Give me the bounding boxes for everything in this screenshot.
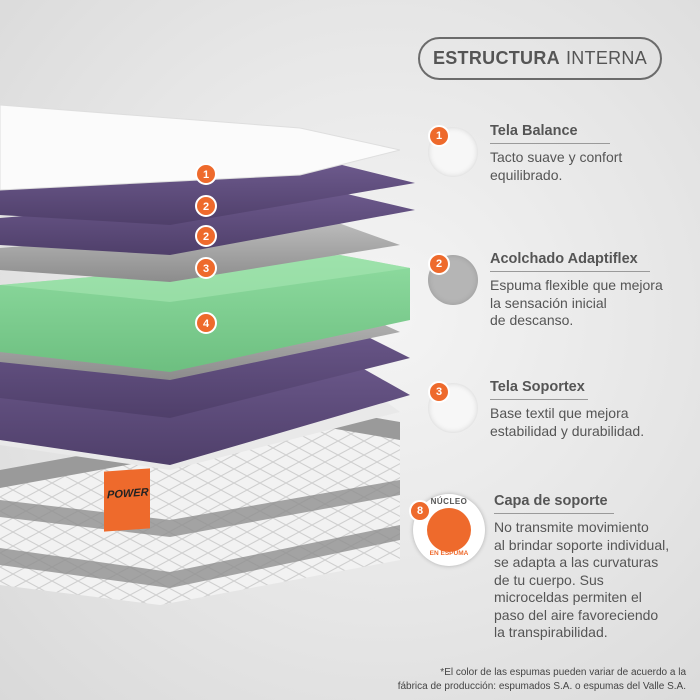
desc-line: al brindar soporte individual, (494, 536, 670, 553)
footnote: *El color de las espumas pueden variar d… (398, 666, 686, 694)
feature-title: Tela Soportex (490, 379, 585, 395)
layer-marker-4-label: 4 (203, 318, 210, 330)
badge-top-text: NÚCLEO (430, 497, 468, 506)
nucleo-badge: NÚCLEO EN ESPUMA 8 (409, 494, 485, 566)
desc-line: No transmite movimiento (494, 519, 649, 535)
desc-line: Espuma flexible que mejora (490, 277, 663, 293)
layer-marker-2a: 2 (195, 195, 217, 217)
badge-bottom-text: EN ESPUMA (429, 550, 469, 557)
feature-description: Base textil que mejora estabilidad y dur… (490, 405, 644, 440)
footnote-line: fábrica de producción: espumados S.A. o … (397, 681, 686, 692)
feature-underline (490, 271, 650, 272)
layer-marker-4: 4 (195, 312, 217, 334)
desc-line: de descanso. (490, 312, 574, 328)
feature-underline (490, 143, 610, 144)
feature-title: Tela Balance (490, 123, 578, 139)
desc-line: microceldas permiten el (494, 589, 642, 605)
section-title: ESTRUCTURA INTERNA (418, 37, 662, 80)
desc-line: se adapta a las curvaturas (494, 554, 659, 570)
desc-line: Base textil que mejora (490, 405, 629, 421)
layer-grey-top (0, 220, 400, 282)
feature-description: Espuma flexible que mejora la sensación … (490, 277, 663, 330)
product-brand: POWER (107, 486, 149, 502)
layer-purple-top-1 (0, 162, 415, 225)
feature-number: 2 (428, 253, 450, 275)
feature-number: 3 (428, 381, 450, 403)
footnote-line: *El color de las espumas pueden variar d… (440, 667, 686, 678)
layer-marker-3-label: 3 (203, 263, 209, 275)
feature-number: 8 (409, 500, 431, 522)
layer-marker-2b: 2 (195, 225, 217, 247)
layer-marker-1-label: 1 (203, 169, 209, 181)
feature-underline (490, 399, 588, 400)
feature-title: Acolchado Adaptiflex (490, 251, 638, 267)
feature-title: Capa de soporte (494, 493, 608, 509)
layer-marker-2a-label: 2 (203, 201, 209, 213)
desc-line: equilibrado. (490, 166, 563, 183)
mattress-illustration: 1 2 2 3 4 (0, 104, 415, 605)
feature-underline (494, 513, 614, 514)
section-title-bold: ESTRUCTURA (432, 48, 560, 68)
feature-description: Tacto suave y confort equilibrado. (490, 149, 622, 184)
foam-core-icon (427, 508, 471, 552)
desc-line: estabilidad y durabilidad. (490, 422, 645, 439)
feature-number: 1 (428, 125, 450, 147)
product-label: POWER (104, 468, 150, 532)
section-title-light: INTERNA (565, 48, 648, 68)
layer-top-fabric (0, 104, 401, 191)
layer-marker-3: 3 (195, 257, 217, 279)
desc-line: de tu cuerpo. Sus (494, 571, 604, 588)
layer-purple-top-2 (0, 190, 415, 255)
desc-line: paso del aire favoreciendo (494, 606, 659, 623)
desc-line: la sensación inicial (490, 294, 607, 311)
layer-marker-2b-label: 2 (203, 231, 209, 243)
feature-description: No transmite movimiento al brindar sopor… (494, 519, 669, 642)
desc-line: Tacto suave y confort (490, 149, 623, 165)
desc-line: la transpirabilidad. (494, 624, 608, 640)
layer-marker-1: 1 (195, 163, 217, 185)
